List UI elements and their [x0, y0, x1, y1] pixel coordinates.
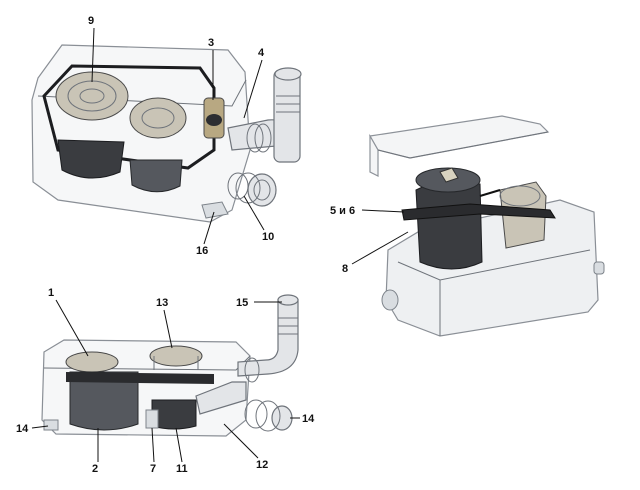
motor-2-body: [69, 371, 139, 431]
outlet-pipe-15: [237, 299, 299, 377]
callout-9: 9: [88, 15, 94, 27]
part-7: [145, 409, 159, 429]
motor-9-body: [57, 139, 125, 179]
callout-13: 13: [156, 297, 168, 309]
inlet-14-right: [271, 405, 293, 431]
callout-11: 11: [176, 463, 188, 475]
motor-right: [415, 175, 483, 270]
motor-second-top: [129, 97, 187, 139]
callout-4: 4: [258, 47, 265, 59]
callout-14-right: 14: [302, 413, 315, 425]
callout-12: 12: [256, 459, 268, 471]
top-left-view: 9 3 4 10 16: [31, 15, 302, 257]
outlet-pipe-4: [273, 69, 301, 163]
motor-second-body: [129, 159, 183, 193]
callout-15: 15: [236, 297, 248, 309]
callout-2: 2: [92, 463, 98, 475]
callout-1: 1: [48, 287, 54, 299]
bottom-left-view: 1 13 15 14 14 2 7 11 12: [16, 287, 315, 475]
side-port-right: [381, 289, 399, 311]
callout-14-left: 14: [16, 423, 29, 435]
inlet-14-left: [43, 419, 59, 431]
channel-12: [195, 381, 247, 415]
callout-5-6: 5 и 6: [330, 205, 355, 217]
right-view: 5 и 6 8: [330, 115, 605, 337]
inlet-10: [247, 173, 277, 207]
part-13: [149, 345, 203, 367]
callout-7: 7: [150, 463, 156, 475]
callout-8: 8: [342, 263, 348, 275]
motor-1-top: [65, 351, 119, 373]
callout-10: 10: [262, 231, 274, 243]
part-11: [151, 399, 197, 430]
frame-right: [401, 203, 556, 221]
callout-16: 16: [196, 245, 208, 257]
frame-bottom-left: [66, 372, 214, 384]
callout-3: 3: [208, 37, 214, 49]
mount-foot-16: [201, 201, 229, 219]
